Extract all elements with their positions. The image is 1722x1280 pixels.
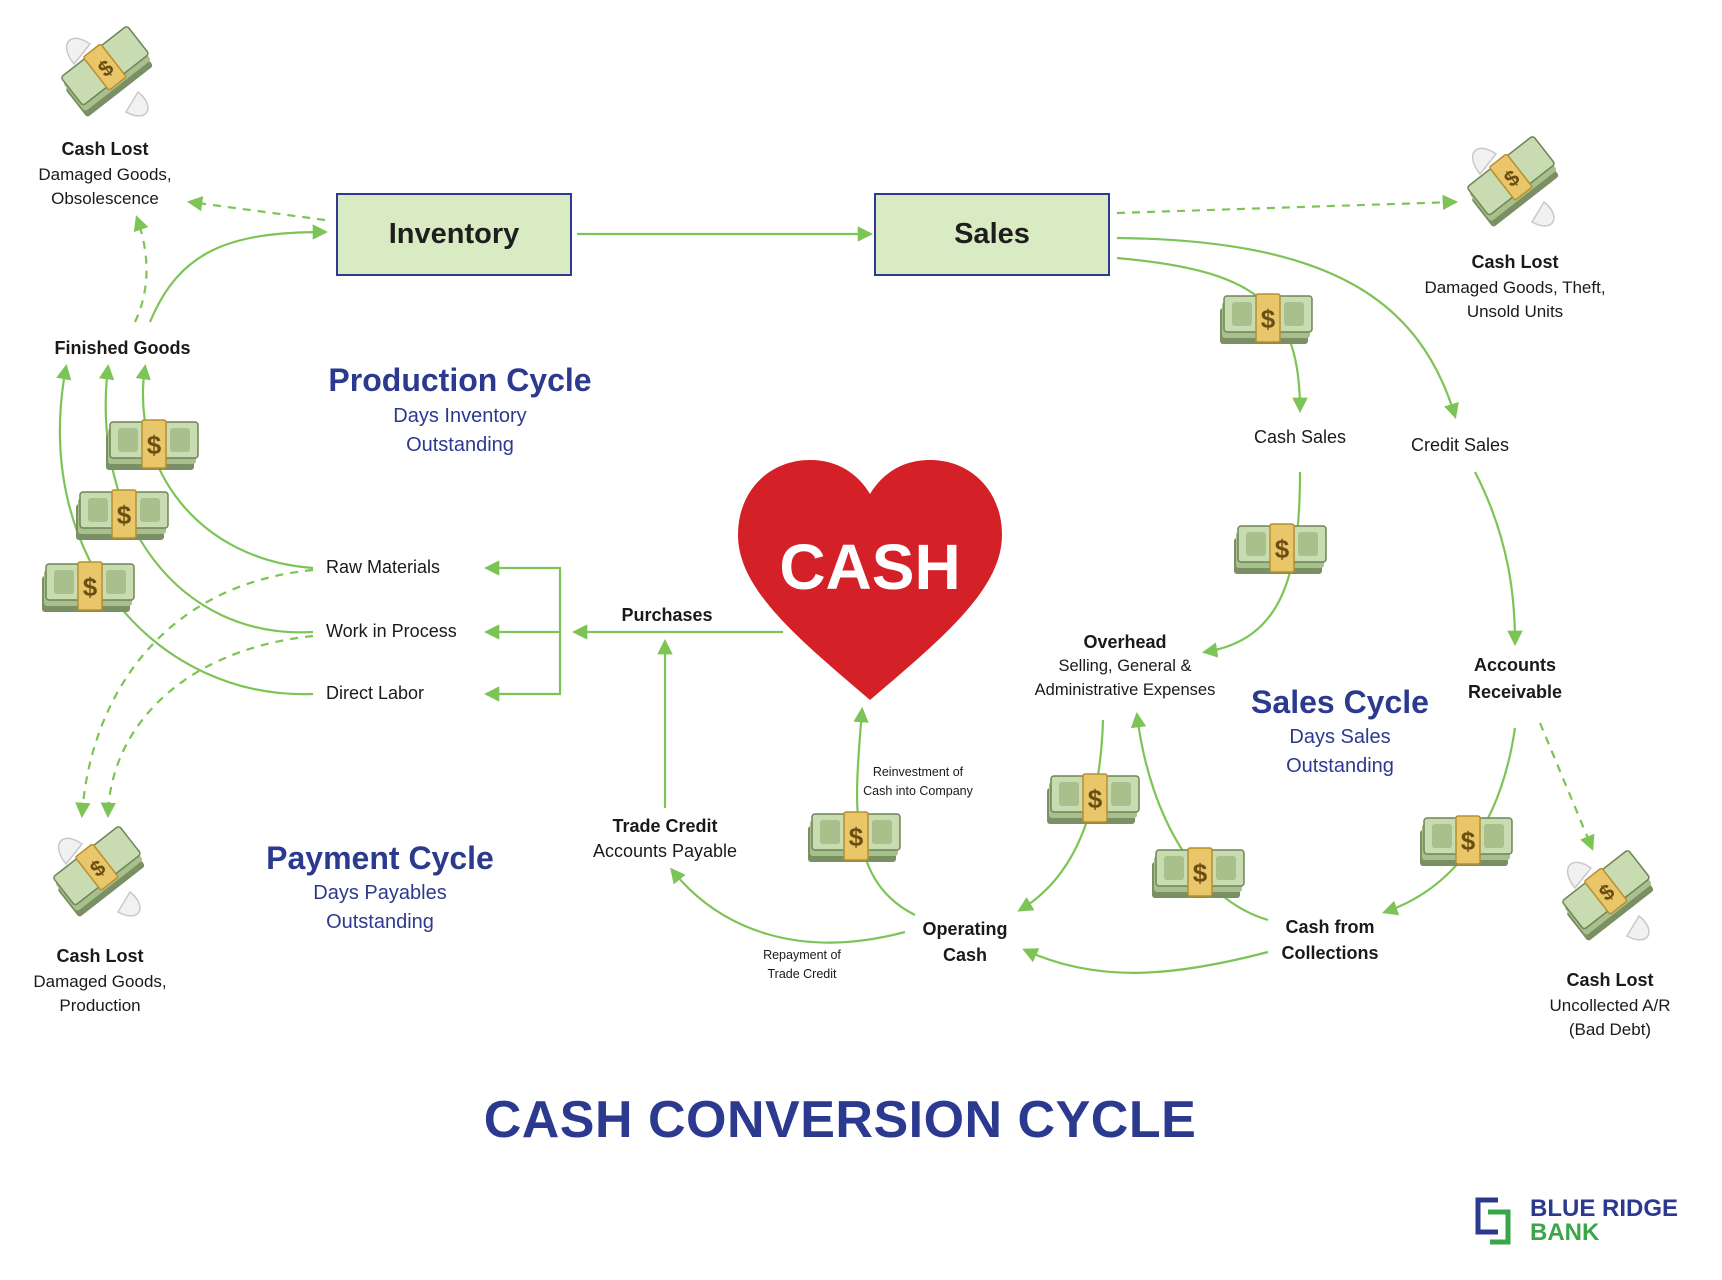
flying-money-icon <box>55 23 158 119</box>
arrow-raw-to-finished <box>135 363 314 570</box>
payment-cycle-line1: Days Payables <box>313 882 447 904</box>
money-stack-icon <box>1046 773 1140 825</box>
arrow-cash-sales-to-overhead <box>1201 471 1302 658</box>
overhead-line2: Administrative Expenses <box>1034 681 1216 699</box>
collections-line1: Cash from <box>1285 917 1375 937</box>
dashed-wip-to-cash-lost <box>100 634 314 819</box>
cash-sales-label: Cash Sales <box>1253 427 1347 447</box>
sales-label: Sales <box>954 218 1030 250</box>
page-title: CASH CONVERSION CYCLE <box>483 1091 1197 1149</box>
production-cycle-line1: Days Inventory <box>393 405 527 427</box>
cash-lost-top-left-line1: Damaged Goods, <box>38 165 172 184</box>
work-in-process-label: Work in Process <box>326 621 457 641</box>
cash-label: CASH <box>779 531 961 603</box>
arrow-finished-goods-to-inventory <box>148 224 329 323</box>
money-stack-icon <box>1219 293 1313 345</box>
cash-lost-bottom-right-line2: (Bad Debt) <box>1568 1020 1652 1039</box>
arrow-sales-to-credit-sales <box>1116 236 1459 419</box>
arrow-repayment <box>670 867 906 944</box>
money-stack-icon <box>807 811 901 863</box>
accounts-receivable-line2: Receivable <box>1467 682 1563 702</box>
payment-cycle-title: Payment Cycle <box>266 840 494 876</box>
flying-money-icon <box>1556 847 1659 943</box>
arrow-credit-sales-to-ar <box>1474 471 1523 647</box>
repayment-line2: Trade Credit <box>767 967 837 981</box>
sales-cycle-line2: Outstanding <box>1286 755 1394 777</box>
trade-credit-title: Trade Credit <box>612 816 718 836</box>
trade-credit-sub: Accounts Payable <box>592 841 738 861</box>
money-stack-icon <box>1151 847 1245 899</box>
arrow-collections-to-operating-cash <box>1022 948 1269 974</box>
cash-lost-bottom-left-line1: Damaged Goods, <box>33 972 167 991</box>
cash-lost-title-top-right: Cash Lost <box>1471 252 1559 272</box>
cash-lost-title-bottom-left: Cash Lost <box>56 946 144 966</box>
arrow-overhead-to-operating-cash <box>1017 719 1105 912</box>
sales-cycle-title: Sales Cycle <box>1251 684 1429 720</box>
production-cycle-title: Production Cycle <box>328 362 592 398</box>
sales-box: Sales <box>874 193 1110 276</box>
collections-line2: Collections <box>1281 943 1379 963</box>
dashed-inventory-to-cash-lost <box>186 195 326 222</box>
flying-money-icon <box>47 823 150 919</box>
sales-cycle-line1: Days Sales <box>1289 726 1391 748</box>
money-stack-icon <box>1233 523 1327 575</box>
direct-labor-label: Direct Labor <box>326 683 425 703</box>
dashed-finished-goods-to-cash-lost <box>133 215 149 323</box>
dashed-raw-to-cash-lost <box>75 568 314 819</box>
repayment-line1: Repayment of <box>763 948 841 962</box>
logo-line1: BLUE RIDGE <box>1530 1195 1679 1222</box>
arrow-wip-to-finished <box>98 363 314 634</box>
money-stack-icon <box>105 419 199 471</box>
blue-ridge-bank-logo-icon <box>1475 1197 1511 1245</box>
overhead-line1: Selling, General & <box>1058 657 1192 675</box>
money-stack-icon <box>75 489 169 541</box>
finished-goods-label: Finished Goods <box>54 338 191 358</box>
dashed-sales-to-cash-lost <box>1116 194 1459 215</box>
cash-lost-top-right-line1: Damaged Goods, Theft, <box>1424 278 1606 297</box>
cash-lost-title-top-left: Cash Lost <box>61 139 149 159</box>
inventory-box: Inventory <box>336 193 572 276</box>
purchases-label: Purchases <box>621 605 713 625</box>
cash-lost-top-right-line2: Unsold Units <box>1466 302 1564 321</box>
money-stack-icon <box>41 561 135 613</box>
dashed-ar-to-cash-lost <box>1538 722 1595 851</box>
money-stack-icon <box>1419 815 1513 867</box>
reinvestment-line2: Cash into Company <box>863 784 973 798</box>
payment-cycle-line2: Outstanding <box>326 911 434 933</box>
cash-lost-title-bottom-right: Cash Lost <box>1566 970 1654 990</box>
reinvestment-line1: Reinvestment of <box>872 765 964 779</box>
heart-icon <box>738 460 1002 700</box>
production-cycle-line2: Outstanding <box>406 434 514 456</box>
arrow-purchases-to-raw-materials <box>483 560 562 632</box>
cash-lost-top-left-line2: Obsolescence <box>51 189 159 208</box>
operating-cash-line2: Cash <box>942 945 987 965</box>
credit-sales-label: Credit Sales <box>1410 435 1510 455</box>
operating-cash-line1: Operating <box>922 919 1008 939</box>
accounts-receivable-line1: Accounts <box>1473 655 1556 675</box>
logo-line2: BANK <box>1530 1219 1600 1246</box>
flying-money-icon <box>1461 133 1564 229</box>
cash-lost-bottom-left-line2: Production <box>59 996 141 1015</box>
overhead-title: Overhead <box>1083 632 1167 652</box>
cash-lost-bottom-right-line1: Uncollected A/R <box>1549 996 1671 1015</box>
raw-materials-label: Raw Materials <box>326 557 441 577</box>
inventory-label: Inventory <box>388 218 520 250</box>
arrow-purchases-to-direct-labor <box>483 632 562 702</box>
